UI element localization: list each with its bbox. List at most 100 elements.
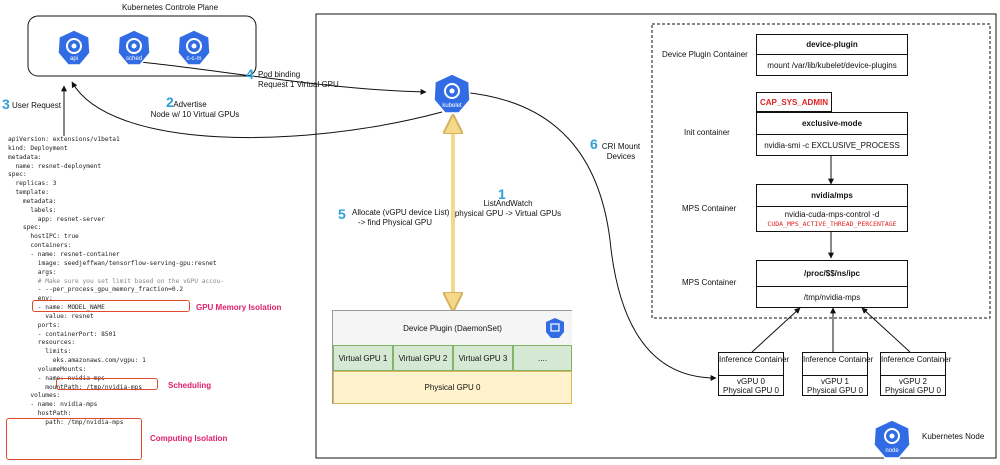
step-2-number: 2 [166, 94, 174, 110]
init-cmd: nvidia-smi -c EXCLUSIVE_PROCESS [764, 140, 900, 150]
yaml-line: kind: Deployment [8, 144, 68, 152]
vgpu-2[interactable]: Virtual GPU 2 [393, 345, 453, 371]
step-6-text-1: CRI Mount [601, 142, 641, 151]
node-icon[interactable]: node [872, 418, 912, 460]
inference-vgpu: vGPU 0 [736, 377, 765, 386]
device-plugin-container[interactable]: device-plugin mount /var/lib/kubelet/dev… [756, 34, 908, 76]
daemonset-icon [545, 317, 565, 339]
inference-pgpu: Physical GPU 0 [884, 386, 942, 395]
yaml-line: hostPath: [8, 410, 72, 418]
mps-container-label-1: MPS Container [682, 204, 737, 213]
yaml-line: mountPath: /tmp/nvidia-mps [8, 383, 143, 391]
step-3-number: 3 [2, 96, 10, 112]
inference-title: Inference Container [881, 355, 952, 364]
api-label: api [69, 56, 78, 62]
dp-container-label: Device Plugin Container [662, 50, 748, 59]
step-1-text-2: physical GPU -> Virtual GPUs [454, 209, 562, 218]
yaml-line: eks.amazonaws.com/vgpu: 1 [8, 357, 146, 365]
step-2-text-2: Node w/ 10 Virtual GPUs [150, 110, 240, 119]
yaml-line: template: [8, 189, 49, 197]
cloud-controller-manager-icon[interactable]: c-c-m [176, 28, 212, 68]
yaml-line: containers: [8, 242, 72, 250]
yaml-line: apiVersion: extensions/v1beta1 [8, 136, 120, 143]
yaml-line: path: /tmp/nvidia-mps [8, 419, 124, 426]
yaml-line: value: resnet [8, 312, 94, 320]
init-container-label: Init container [684, 128, 730, 137]
yaml-line: env: [8, 295, 53, 303]
step-1-text-1: ListAndWatch [483, 199, 533, 208]
yaml-line: metadata: [8, 197, 57, 205]
step-4-number: 4 [246, 66, 254, 82]
scheduler-icon[interactable]: sched [116, 28, 152, 68]
yaml-line: - name: nvidia-mps [8, 401, 98, 409]
inference-vgpu: vGPU 1 [820, 377, 849, 386]
mps-title: nvidia/mps [757, 185, 907, 207]
inference-container-1[interactable]: Inference Container vGPU 1 Physical GPU … [802, 352, 874, 396]
yaml-line: name: resnet-deployment [8, 162, 102, 170]
scheduling-highlight [56, 378, 158, 390]
ipc-container[interactable]: /proc/$$/ns/ipc /tmp/nvidia-mps [756, 260, 908, 308]
step-1-number: 1 [498, 186, 506, 202]
yaml-line: - --per_process_gpu_memory_fraction=0.2 [8, 286, 184, 294]
kubernetes-node-label: Kubernetes Node [922, 432, 985, 441]
device-plugin-daemonset[interactable]: Device Plugin (DaemonSet) Virtual GPU 1 … [332, 310, 572, 404]
gpu-memory-highlight [32, 300, 190, 312]
inference-title: Inference Container [803, 355, 874, 364]
yaml-line: app: resnet-server [8, 215, 105, 223]
yaml-line: spec: [8, 224, 42, 232]
ipc-path: /tmp/nvidia-mps [803, 292, 861, 302]
inference-title: Inference Container [719, 355, 790, 364]
dp-title: device-plugin [757, 35, 907, 55]
yaml-line: - name: resnet-container [8, 250, 120, 258]
physical-gpu-0[interactable]: Physical GPU 0 [333, 371, 572, 404]
mps-container-label-2: MPS Container [682, 278, 737, 287]
step-4-text-2: Request 1 Virtual GPU [258, 80, 339, 89]
mps-env: CUDA_MPS_ACTIVE_THREAD_PERCENTAGE [767, 220, 897, 228]
step-4-text-1: Pod binding [258, 70, 301, 79]
kubelet-icon[interactable]: kubelet [432, 72, 472, 116]
step-2-text-1: Advertise [173, 100, 207, 109]
yaml-line: hostIPC: true [8, 233, 79, 241]
yaml-line: volumeMounts: [8, 365, 87, 373]
yaml-line: volumes: [8, 392, 61, 400]
cap-sys-admin-badge: CAP_SYS_ADMIN [756, 92, 832, 112]
yaml-line: spec: [8, 171, 27, 179]
step-3-text: User Request [12, 101, 61, 110]
yaml-line: image: seedjeffwan/tensorflow-serving-gp… [8, 259, 217, 267]
yaml-line: # Make sure you set limit based on the v… [8, 277, 225, 285]
mps-cmd: nvidia-cuda-mps-control -d [784, 210, 880, 219]
cap-label: CAP_SYS_ADMIN [759, 97, 828, 107]
step-6-number: 6 [590, 136, 598, 152]
yaml-line: labels: [8, 206, 57, 214]
scheduling-annotation: Scheduling [168, 381, 212, 390]
vgpu-more[interactable]: .... [513, 345, 572, 371]
yaml-line: limits: [8, 348, 72, 356]
dp-mount: mount /var/lib/kubelet/device-plugins [767, 60, 897, 70]
ccm-label: c-c-m [186, 56, 202, 62]
sched-label: sched [125, 56, 142, 62]
step-5-number: 5 [338, 206, 346, 222]
step-6-text-2: Devices [606, 152, 636, 161]
device-plugin-title: Device Plugin (DaemonSet) [333, 311, 572, 345]
mps-container[interactable]: nvidia/mps nvidia-cuda-mps-control -d CU… [756, 184, 908, 232]
node-icon-label: node [885, 448, 899, 454]
step-5-text-2: -> find Physical GPU [358, 218, 433, 227]
step-5-text-1: Allocate (vGPU device List) [352, 208, 450, 217]
inference-vgpu: vGPU 2 [898, 377, 927, 386]
api-server-icon[interactable]: api [56, 28, 92, 68]
yaml-line: metadata: [8, 153, 42, 161]
inference-pgpu: Physical GPU 0 [806, 386, 864, 395]
control-plane-title: Kubernetes Controle Plane [121, 3, 219, 12]
vgpu-1[interactable]: Virtual GPU 1 [333, 345, 393, 371]
inference-container-0[interactable]: Inference Container vGPU 0 Physical GPU … [718, 352, 790, 396]
inference-container-2[interactable]: Inference Container vGPU 2 Physical GPU … [880, 352, 952, 396]
vgpu-3[interactable]: Virtual GPU 3 [453, 345, 513, 371]
init-container[interactable]: exclusive-mode nvidia-smi -c EXCLUSIVE_P… [756, 112, 908, 156]
yaml-line: resources: [8, 339, 76, 347]
yaml-line: - containerPort: 8501 [8, 330, 117, 338]
yaml-line: args: [8, 268, 57, 276]
init-title: exclusive-mode [757, 113, 907, 135]
ipc-title: /proc/$$/ns/ipc [757, 261, 907, 287]
computing-highlight [6, 418, 142, 460]
